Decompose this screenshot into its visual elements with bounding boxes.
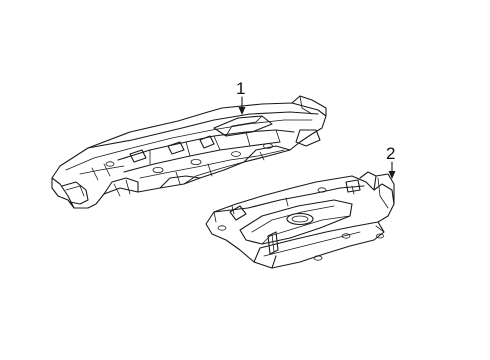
- callout-label-2: 2: [386, 144, 395, 163]
- part-1-shield: [51, 95, 327, 209]
- leader-arrow-1: [238, 107, 246, 115]
- part-2-plate: [205, 171, 395, 269]
- callout-label-1: 1: [236, 79, 245, 98]
- callout-1: 1: [236, 79, 246, 115]
- callout-2: 2: [386, 144, 396, 179]
- leader-arrow-2: [388, 171, 396, 179]
